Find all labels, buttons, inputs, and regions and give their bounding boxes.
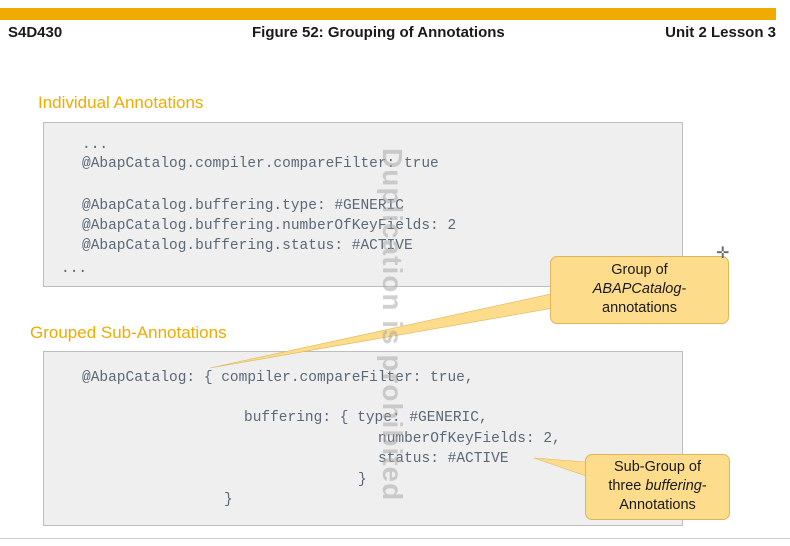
callout-text: ABAPCatalog-	[592, 281, 687, 297]
callout2-pointer	[533, 457, 587, 477]
callout-text: annotations	[602, 300, 677, 316]
code-line: @AbapCatalog.compiler.compareFilter: tru…	[82, 156, 439, 172]
callout-text: Annotations	[619, 497, 696, 513]
top-accent-bar	[0, 8, 776, 20]
subgroup-callout: Sub-Group of three buffering- Annotation…	[585, 454, 730, 520]
callout-text-italic: buffering	[645, 478, 702, 494]
code-line: @AbapCatalog.buffering.status: #ACTIVE	[82, 238, 413, 254]
individual-annotations-title: Individual Annotations	[38, 93, 204, 112]
code-line: ...	[82, 137, 109, 153]
code-line: }	[224, 492, 233, 508]
code-line: @AbapCatalog.buffering.numberOfKeyFields…	[82, 218, 457, 234]
grouped-annotations-codebox: @AbapCatalog: { compiler.compareFilter: …	[43, 351, 683, 526]
code-line: @AbapCatalog: { compiler.compareFilter: …	[82, 370, 474, 386]
callout-text-line: three buffering-	[586, 477, 729, 496]
callout-text: Group of	[611, 262, 668, 278]
callout-text: three	[608, 478, 646, 494]
callout-text: -	[701, 478, 707, 494]
grouped-sub-annotations-title: Grouped Sub-Annotations	[30, 323, 227, 342]
code-line: @AbapCatalog.buffering.type: #GENERIC	[82, 198, 404, 214]
watermark: Duplication is prohibited	[377, 148, 408, 502]
code-line: numberOfKeyFields: 2,	[378, 431, 561, 447]
code-line: status: #ACTIVE	[378, 451, 509, 467]
code-line: buffering: { type: #GENERIC,	[244, 410, 488, 426]
crosshair-cursor-icon: ✛	[716, 245, 730, 262]
course-code: S4D430	[8, 24, 63, 41]
code-line: ...	[61, 261, 88, 277]
callout-text: Sub-Group of	[613, 459, 702, 475]
code-line: }	[358, 472, 367, 488]
group-callout: Group of ABAPCatalog- annotations	[550, 256, 729, 324]
figure-title: Figure 52: Grouping of Annotations	[252, 24, 505, 41]
bottom-divider	[0, 538, 790, 539]
unit-lesson: Unit 2 Lesson 3	[665, 24, 776, 41]
